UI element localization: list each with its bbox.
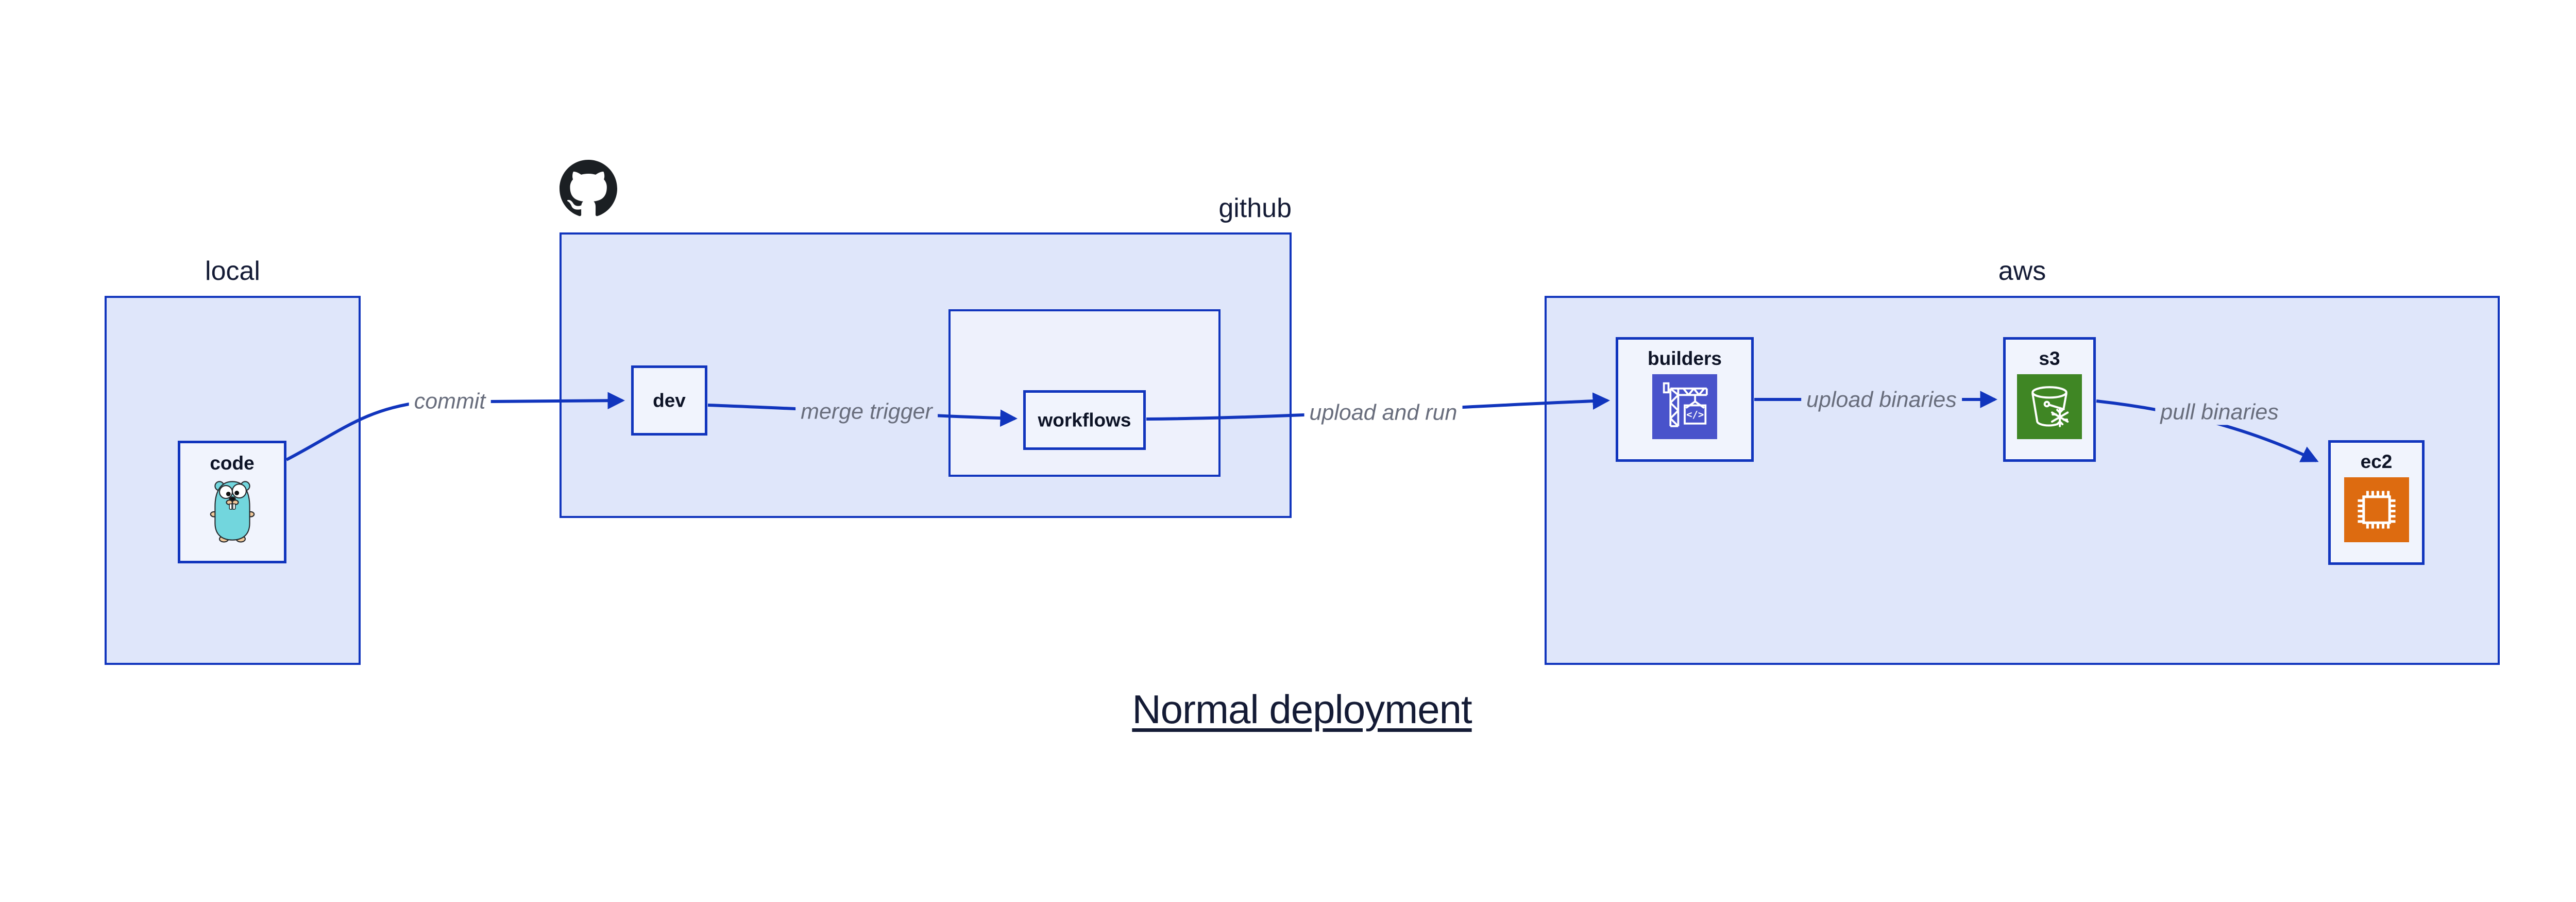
node-ec2-label: ec2 xyxy=(2360,451,2393,472)
node-s3-label: s3 xyxy=(2039,348,2060,369)
aws-codebuild-icon: </> xyxy=(1652,374,1717,439)
edge-label-upload-and-run: upload and run xyxy=(1304,400,1463,426)
node-workflows: workflows xyxy=(1023,390,1146,450)
node-ec2: ec2 xyxy=(2328,440,2425,565)
node-code-label: code xyxy=(210,453,255,474)
edge-label-pull-binaries: pull binaries xyxy=(2155,399,2284,425)
aws-section-label: aws xyxy=(1998,256,2046,286)
github-octocat-icon xyxy=(560,160,617,218)
node-dev-label: dev xyxy=(653,390,686,411)
diagram-title: Normal deployment xyxy=(1132,687,1472,732)
edge-label-upload-binaries: upload binaries xyxy=(1801,387,1962,413)
aws-ec2-chip-icon xyxy=(2344,477,2409,542)
go-gopher-icon xyxy=(210,481,255,543)
local-section-label: local xyxy=(205,256,260,286)
node-workflows-label: workflows xyxy=(1038,409,1131,431)
node-code: code xyxy=(178,441,286,563)
node-s3: s3 xyxy=(2003,337,2096,462)
edge-label-commit: commit xyxy=(409,389,491,414)
edge-label-merge-trigger: merge trigger xyxy=(795,399,938,425)
node-builders: builders </> xyxy=(1616,337,1754,462)
node-builders-label: builders xyxy=(1648,348,1722,369)
svg-text:</>: </> xyxy=(1686,409,1704,420)
github-section-label: github xyxy=(1218,193,1292,223)
node-dev: dev xyxy=(631,365,707,436)
aws-s3-glacier-icon xyxy=(2017,374,2082,439)
